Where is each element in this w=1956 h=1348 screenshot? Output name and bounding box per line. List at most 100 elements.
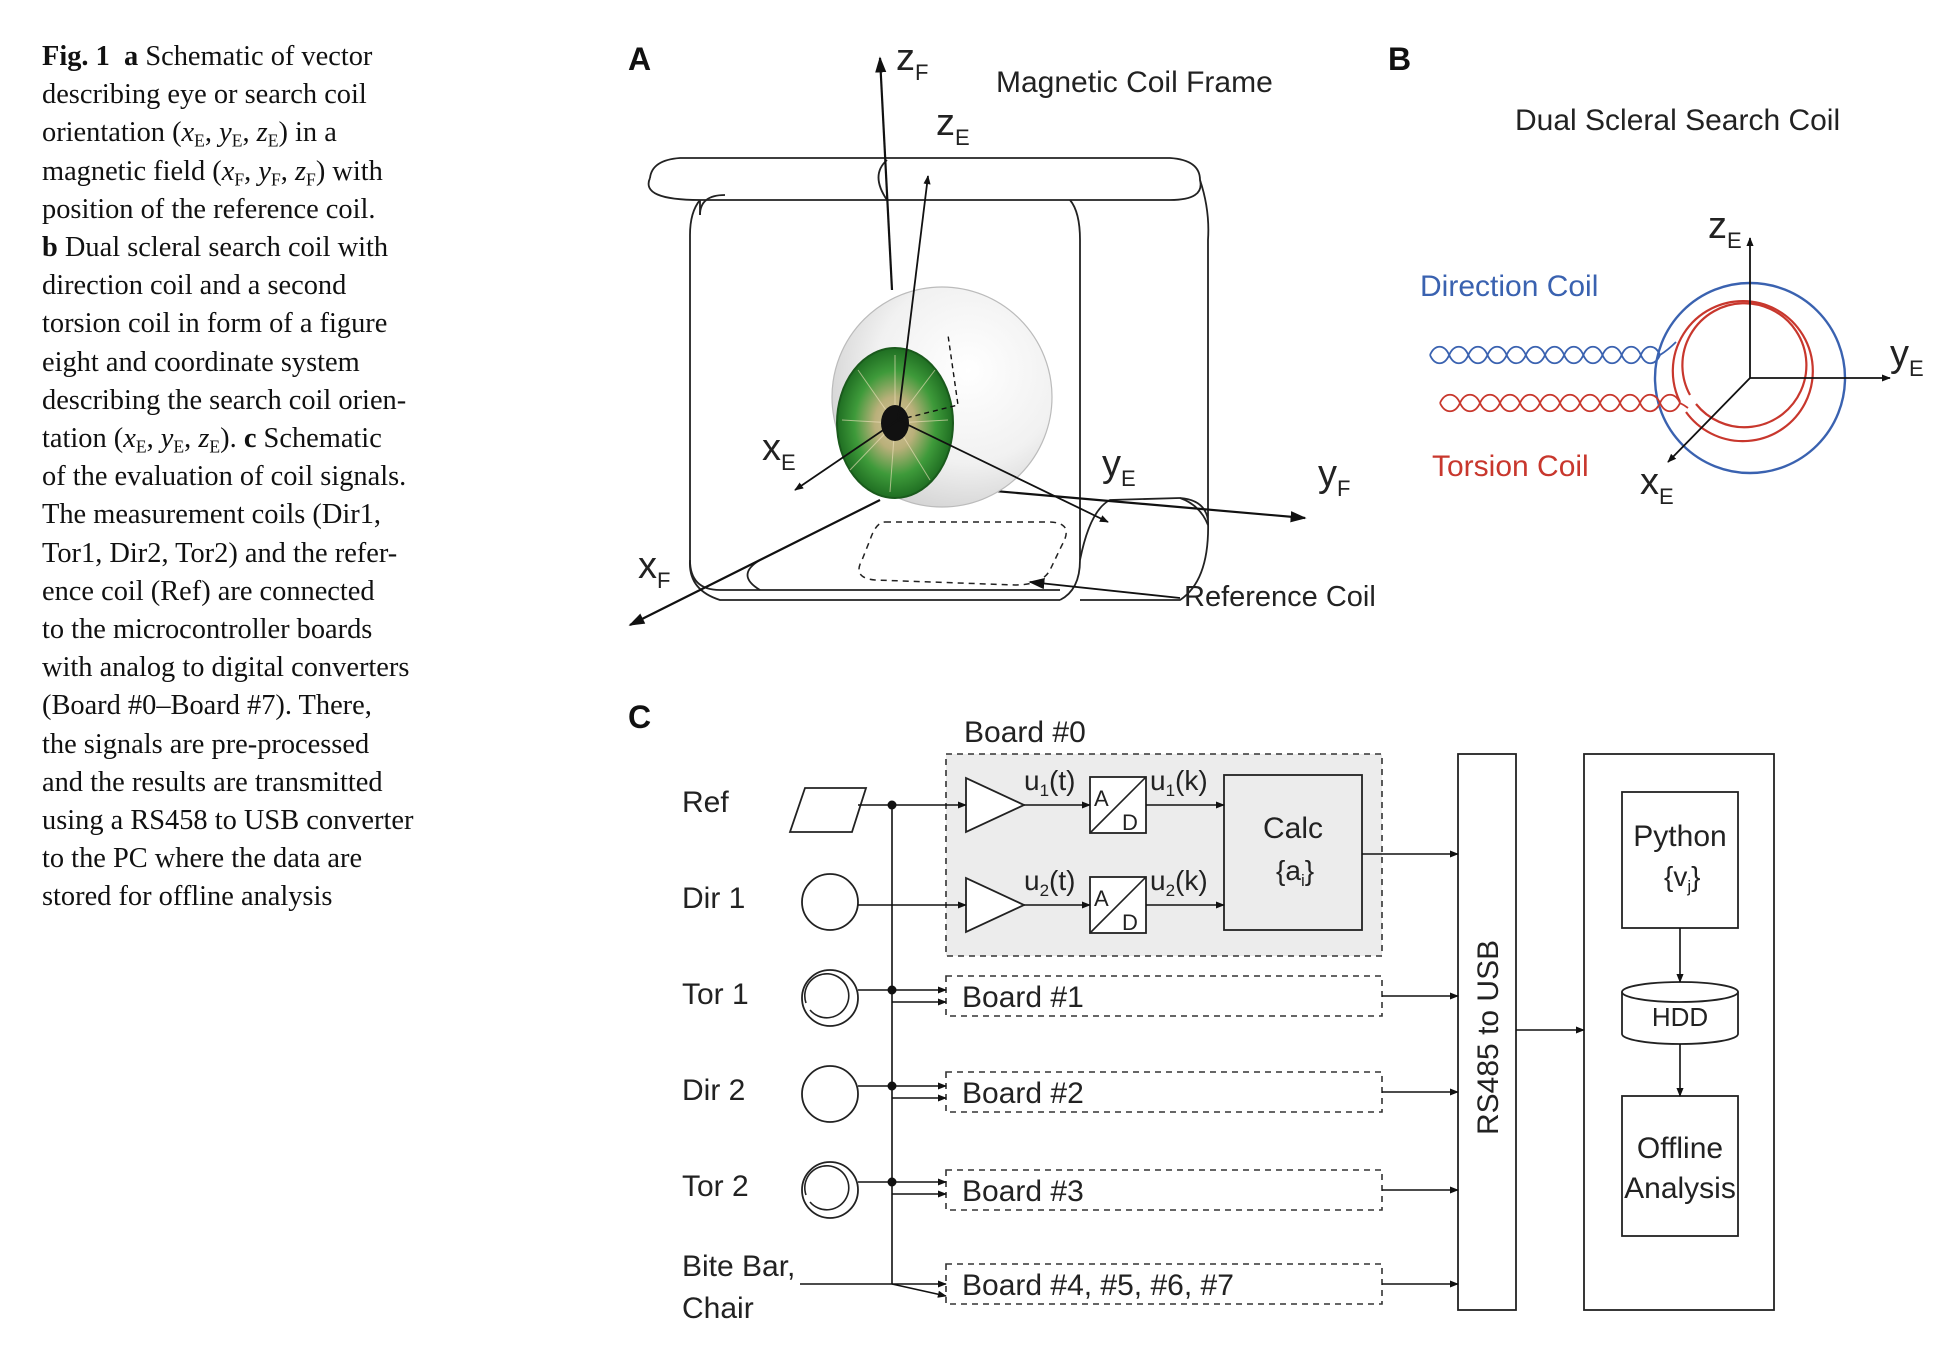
caption-line: to the microcontroller boards — [42, 614, 373, 646]
caption-text: Dual scleral search coil with — [64, 232, 389, 264]
zE-label: zE — [936, 102, 970, 150]
caption-line: magnetic field (xF, yF, zF) with — [42, 153, 482, 191]
dir1-coil-symbol — [801, 873, 859, 931]
ref-coil-symbol — [788, 787, 868, 833]
caption-comma: , — [242, 117, 257, 149]
caption-var: z — [198, 423, 210, 455]
caption-text: ) with — [315, 155, 383, 187]
signal-u2t: u2(t) — [1024, 865, 1075, 900]
calc-param-sub: i — [1301, 871, 1305, 890]
input-bitebar-label: Bite Bar, — [682, 1250, 795, 1283]
python-box — [1621, 791, 1739, 929]
caption-line: describing eye or search coil — [42, 79, 367, 111]
eye-axis-projection — [897, 334, 959, 421]
u1k-tail: (k) — [1175, 765, 1208, 796]
tor1-coil-symbol — [801, 969, 859, 1027]
calc-param: {ai} — [1276, 855, 1314, 890]
direction-coil-lead — [1429, 341, 1677, 365]
input-dir1-label: Dir 1 — [682, 882, 745, 915]
caption-line: of the evaluation of coil signals. — [42, 461, 407, 493]
calc-box — [1223, 774, 1363, 931]
panel-a: A Magnetic Coil Frame Reference Coil zF — [628, 37, 1376, 626]
caption-text: ). — [220, 423, 237, 455]
caption-text: tation ( — [42, 423, 124, 455]
calc-label: Calc — [1263, 812, 1323, 845]
caption-text: Schematic — [263, 423, 382, 455]
u2k-base: u — [1150, 865, 1166, 896]
xF-axis — [628, 499, 881, 626]
caption-text: orientation ( — [42, 117, 182, 149]
caption-line: torsion coil in form of a figure — [42, 308, 388, 340]
caption-var: x — [181, 117, 195, 149]
torsion-coil-inner — [1681, 302, 1808, 429]
signal-u1t: u1(t) — [1024, 765, 1075, 800]
b-xE-letter: x — [1640, 461, 1659, 503]
rs485-usb-label: RS485 to USB — [1472, 940, 1505, 1135]
caption-line: describing the search coil orien- — [42, 384, 407, 416]
yE-sub: E — [1121, 466, 1136, 491]
xF-letter: x — [638, 545, 657, 587]
caption-var: z — [256, 117, 268, 149]
xF-sub: F — [657, 568, 670, 593]
python-param-sub: j — [1686, 877, 1691, 896]
python-label: Python — [1633, 820, 1726, 853]
calc-param-base: {a — [1276, 855, 1301, 886]
torsion-coil-outer — [1671, 300, 1814, 443]
caption-line: ence coil (Ref) are connected — [42, 575, 375, 607]
b-xE-axis — [1667, 377, 1751, 463]
caption-comma: , — [184, 423, 199, 455]
b-xE-label: xE — [1640, 461, 1674, 509]
caption-sub: F — [270, 168, 281, 189]
frame-top-back-edge — [649, 157, 1201, 181]
caption-line: the signals are pre-processed — [42, 728, 370, 760]
b-zE-sub: E — [1727, 228, 1742, 253]
caption-line: direction coil and a second — [42, 270, 347, 302]
frame-front-right — [1059, 199, 1081, 601]
caption-line: using a RS458 to USB converter — [42, 805, 414, 837]
u2t-tail: (t) — [1049, 865, 1075, 896]
board-0-label: Board #0 — [964, 716, 1086, 749]
caption-line: eight and coordinate system — [42, 346, 360, 378]
caption-text: ) in a — [278, 117, 337, 149]
u1k-sub: 1 — [1166, 781, 1175, 800]
panel-b-title: Dual Scleral Search Coil — [1515, 104, 1840, 137]
input-tor1-label: Tor 1 — [682, 978, 749, 1011]
wire-ref-board47 — [891, 1283, 947, 1298]
rs485-usb-box — [1457, 753, 1517, 1311]
xF-label: xF — [638, 545, 670, 593]
caption-text: magnetic field ( — [42, 155, 222, 187]
panel-a-label: A — [628, 41, 651, 77]
adc-1-a: A — [1094, 786, 1109, 811]
frame-corner — [699, 194, 726, 216]
torsion-coil-lead — [1439, 393, 1689, 413]
u1t-sub: 1 — [1040, 781, 1049, 800]
caption-var: y — [219, 117, 232, 149]
zF-axis — [875, 56, 894, 291]
u2t-base: u — [1024, 865, 1040, 896]
panel-b: B Dual Scleral Search Coil Direction Coi… — [1388, 41, 1924, 509]
junction-dot — [887, 800, 897, 810]
yF-label: yF — [1318, 453, 1350, 501]
b-yE-label: yE — [1890, 333, 1924, 381]
offline-label-1: Offline — [1637, 1132, 1723, 1165]
caption-sub: E — [135, 436, 147, 457]
hdd-label: HDD — [1652, 1002, 1708, 1032]
caption-line: to the PC where the data are — [42, 843, 363, 875]
u2k-tail: (k) — [1175, 865, 1208, 896]
caption-panel-b-label: b — [42, 232, 58, 264]
caption-line: position of the reference coil. — [42, 193, 376, 225]
caption-var: x — [221, 155, 235, 187]
caption-line: stored for offline analysis — [42, 881, 333, 913]
xE-axis — [794, 419, 899, 491]
junction-dot — [887, 1081, 897, 1091]
caption-comma: , — [204, 117, 220, 149]
input-ref-label: Ref — [682, 786, 729, 819]
xE-sub: E — [781, 450, 796, 475]
figure-number: Fig. 1 — [42, 41, 110, 72]
caption-line: orientation (xE, yE, zE) in a — [42, 114, 482, 152]
board-2-box — [945, 1071, 1383, 1113]
caption-comma: , — [244, 155, 259, 187]
caption-line: (Board #0–Board #7). There, — [42, 690, 372, 722]
caption-line: b Dual scleral search coil with — [42, 229, 482, 267]
b-xE-sub: E — [1659, 484, 1674, 509]
